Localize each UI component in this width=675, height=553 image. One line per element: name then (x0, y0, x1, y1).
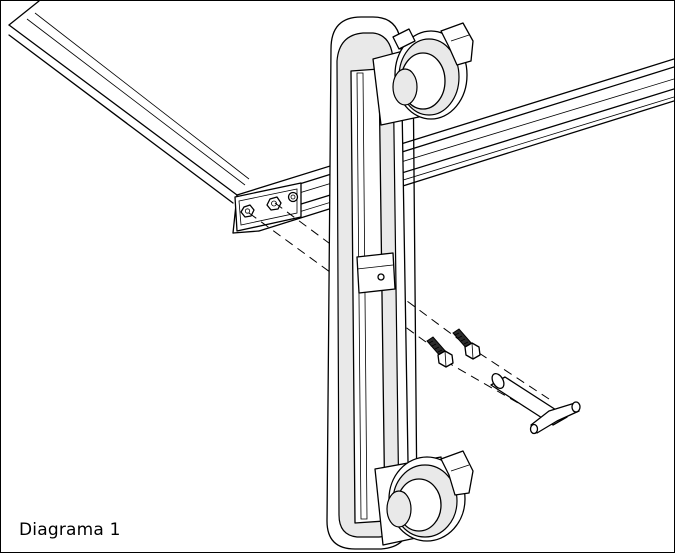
bolt-right (452, 328, 481, 360)
rail-hole-3 (287, 191, 299, 203)
hex-key-tool (490, 372, 581, 435)
top-caster (372, 22, 474, 126)
middle-bracket (356, 252, 396, 294)
bottom-caster (374, 450, 474, 546)
rail-hole-2 (266, 196, 282, 211)
bolt-left (426, 336, 454, 368)
caster-bar (326, 16, 418, 550)
table-frame (8, 1, 260, 234)
diagram-caption: Diagrama 1 (19, 520, 121, 540)
